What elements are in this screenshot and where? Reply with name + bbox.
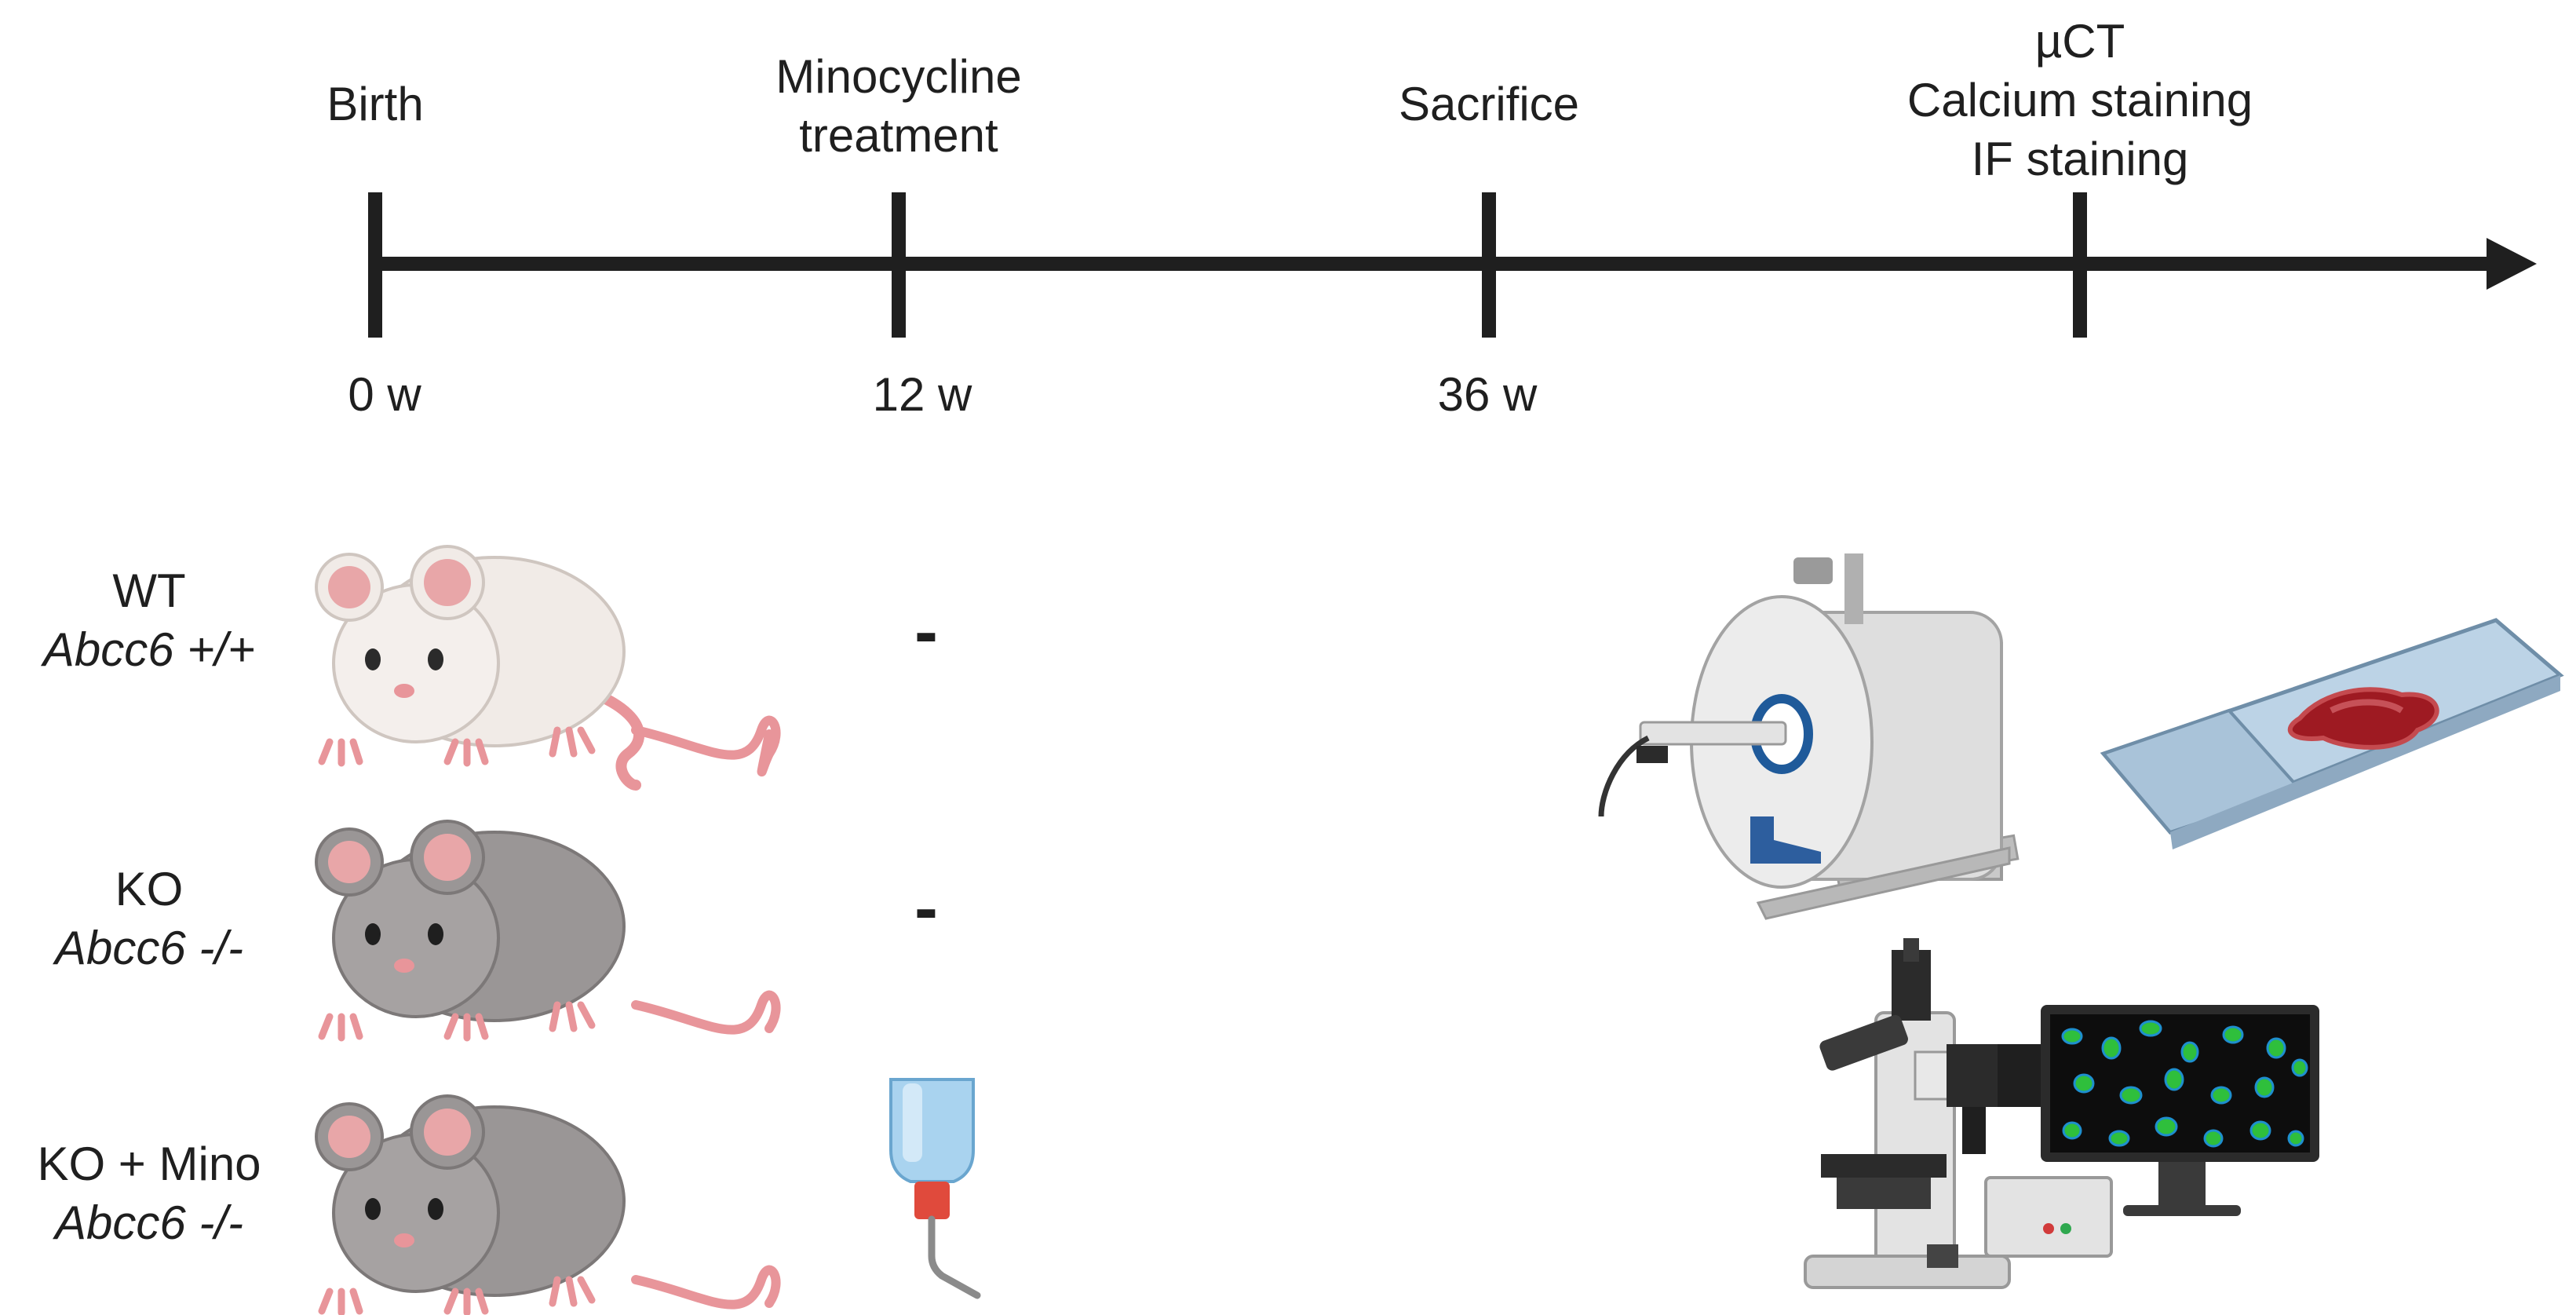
event-label-line: treatment [799, 109, 998, 162]
week-label: 36 w [1437, 368, 1538, 421]
treatment-dash: - [914, 869, 938, 948]
group-name: KO + Mino [37, 1138, 261, 1190]
group-genotype: Abcc6 +/+ [42, 623, 256, 676]
timeline-event-label-birth: Birth [297, 75, 454, 133]
event-label-line: IF staining [1971, 133, 2189, 185]
group-name: WT [112, 564, 186, 617]
stained-slide-icon [2100, 618, 2564, 849]
timeline-event-label-analysis: µCT Calcium staining IF staining [1844, 12, 2315, 188]
timeline-week-label-12: 12 w [844, 365, 1001, 424]
monitor-if-image-icon [2041, 1005, 2319, 1216]
treatment-none-ko: - [891, 873, 961, 944]
group-label-ko: KO Abcc6 -/- [16, 860, 283, 977]
treatment-dash: - [914, 593, 938, 671]
event-label-line: Calcium staining [1906, 74, 2253, 126]
wt-mouse-icon [315, 545, 781, 791]
ko-mino-mouse-icon [315, 1094, 781, 1315]
fluorescence-microscope-icon [1804, 938, 2113, 1289]
week-label: 0 w [348, 368, 421, 421]
water-bottle-icon [889, 1078, 981, 1299]
event-label-line: µCT [2034, 15, 2125, 68]
ko-mouse-icon [315, 820, 781, 1042]
timeline-event-label-minocycline: Minocycline treatment [702, 47, 1095, 165]
micro-ct-scanner-icon [1598, 553, 2020, 920]
group-name: KO [115, 863, 184, 915]
timeline-event-label-sacrifice: Sacrifice [1332, 75, 1646, 133]
group-genotype: Abcc6 -/- [54, 1196, 244, 1249]
event-label-line: Sacrifice [1398, 78, 1580, 130]
timeline-week-label-0: 0 w [306, 365, 463, 424]
event-label-line: Minocycline [775, 50, 1022, 103]
week-label: 12 w [872, 368, 972, 421]
timeline-arrowhead [2487, 238, 2537, 290]
timeline-week-label-36: 36 w [1409, 365, 1566, 424]
group-label-ko-mino: KO + Mino Abcc6 -/- [16, 1134, 283, 1252]
group-label-wt: WT Abcc6 +/+ [16, 561, 283, 679]
group-genotype: Abcc6 -/- [54, 922, 244, 974]
event-label-line: Birth [327, 78, 424, 130]
treatment-none-wt: - [891, 597, 961, 667]
